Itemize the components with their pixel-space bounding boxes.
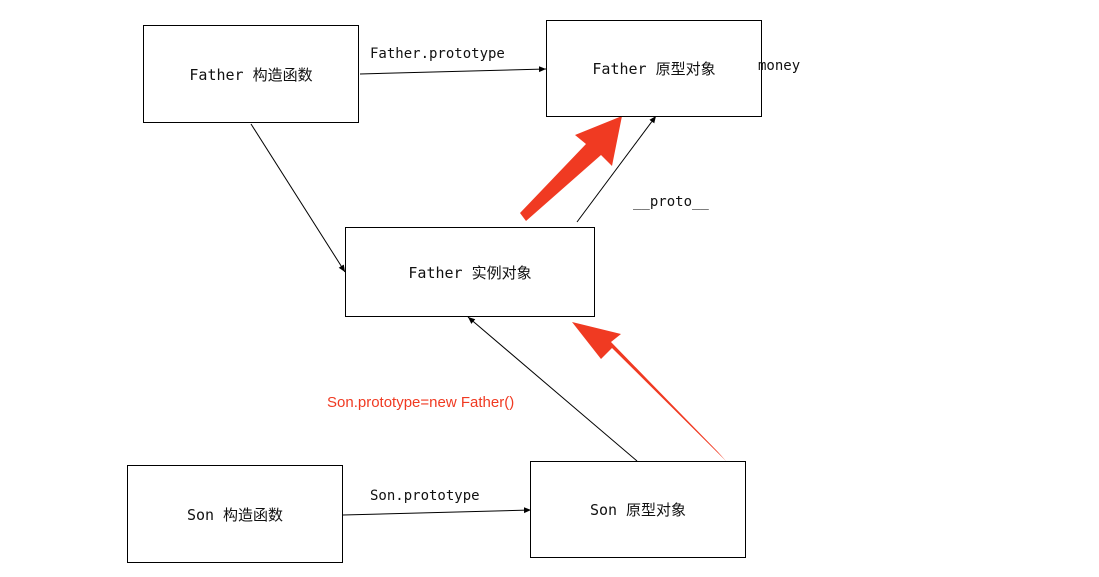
son-prototype-edge-label: Son.prototype [370,488,480,504]
father-prototype-box: Father 原型对象 [546,20,762,117]
money-label: money [758,58,801,74]
son-assignment-label: Son.prototype=new Father() [327,394,515,411]
son-constructor-box: Son 构造函数 [127,465,343,563]
edge-son-constructor-to-prototype [342,507,532,516]
red-arrow-son-prototype-to-instance [572,322,726,461]
son-constructor-label: Son 构造函数 [186,505,284,524]
edge-father-constructor-to-instance [250,123,346,273]
father-constructor-label: Father 构造函数 [189,65,313,84]
father-instance-box: Father 实例对象 [345,227,595,317]
red-arrow-instance-to-father-prototype [520,116,622,221]
father-instance-label: Father 实例对象 [408,263,532,282]
proto-label: __proto__ [633,194,709,210]
father-constructor-box: Father 构造函数 [143,25,359,123]
edge-son-prototype-to-instance [467,316,638,462]
edge-instance-proto-to-father-prototype [576,115,657,223]
father-prototype-label: Father 原型对象 [592,60,716,78]
father-prototype-edge-label: Father.prototype [370,46,505,62]
son-prototype-label: Son 原型对象 [589,501,687,519]
son-prototype-box: Son 原型对象 [530,461,746,558]
edge-father-constructor-to-prototype [359,66,547,75]
